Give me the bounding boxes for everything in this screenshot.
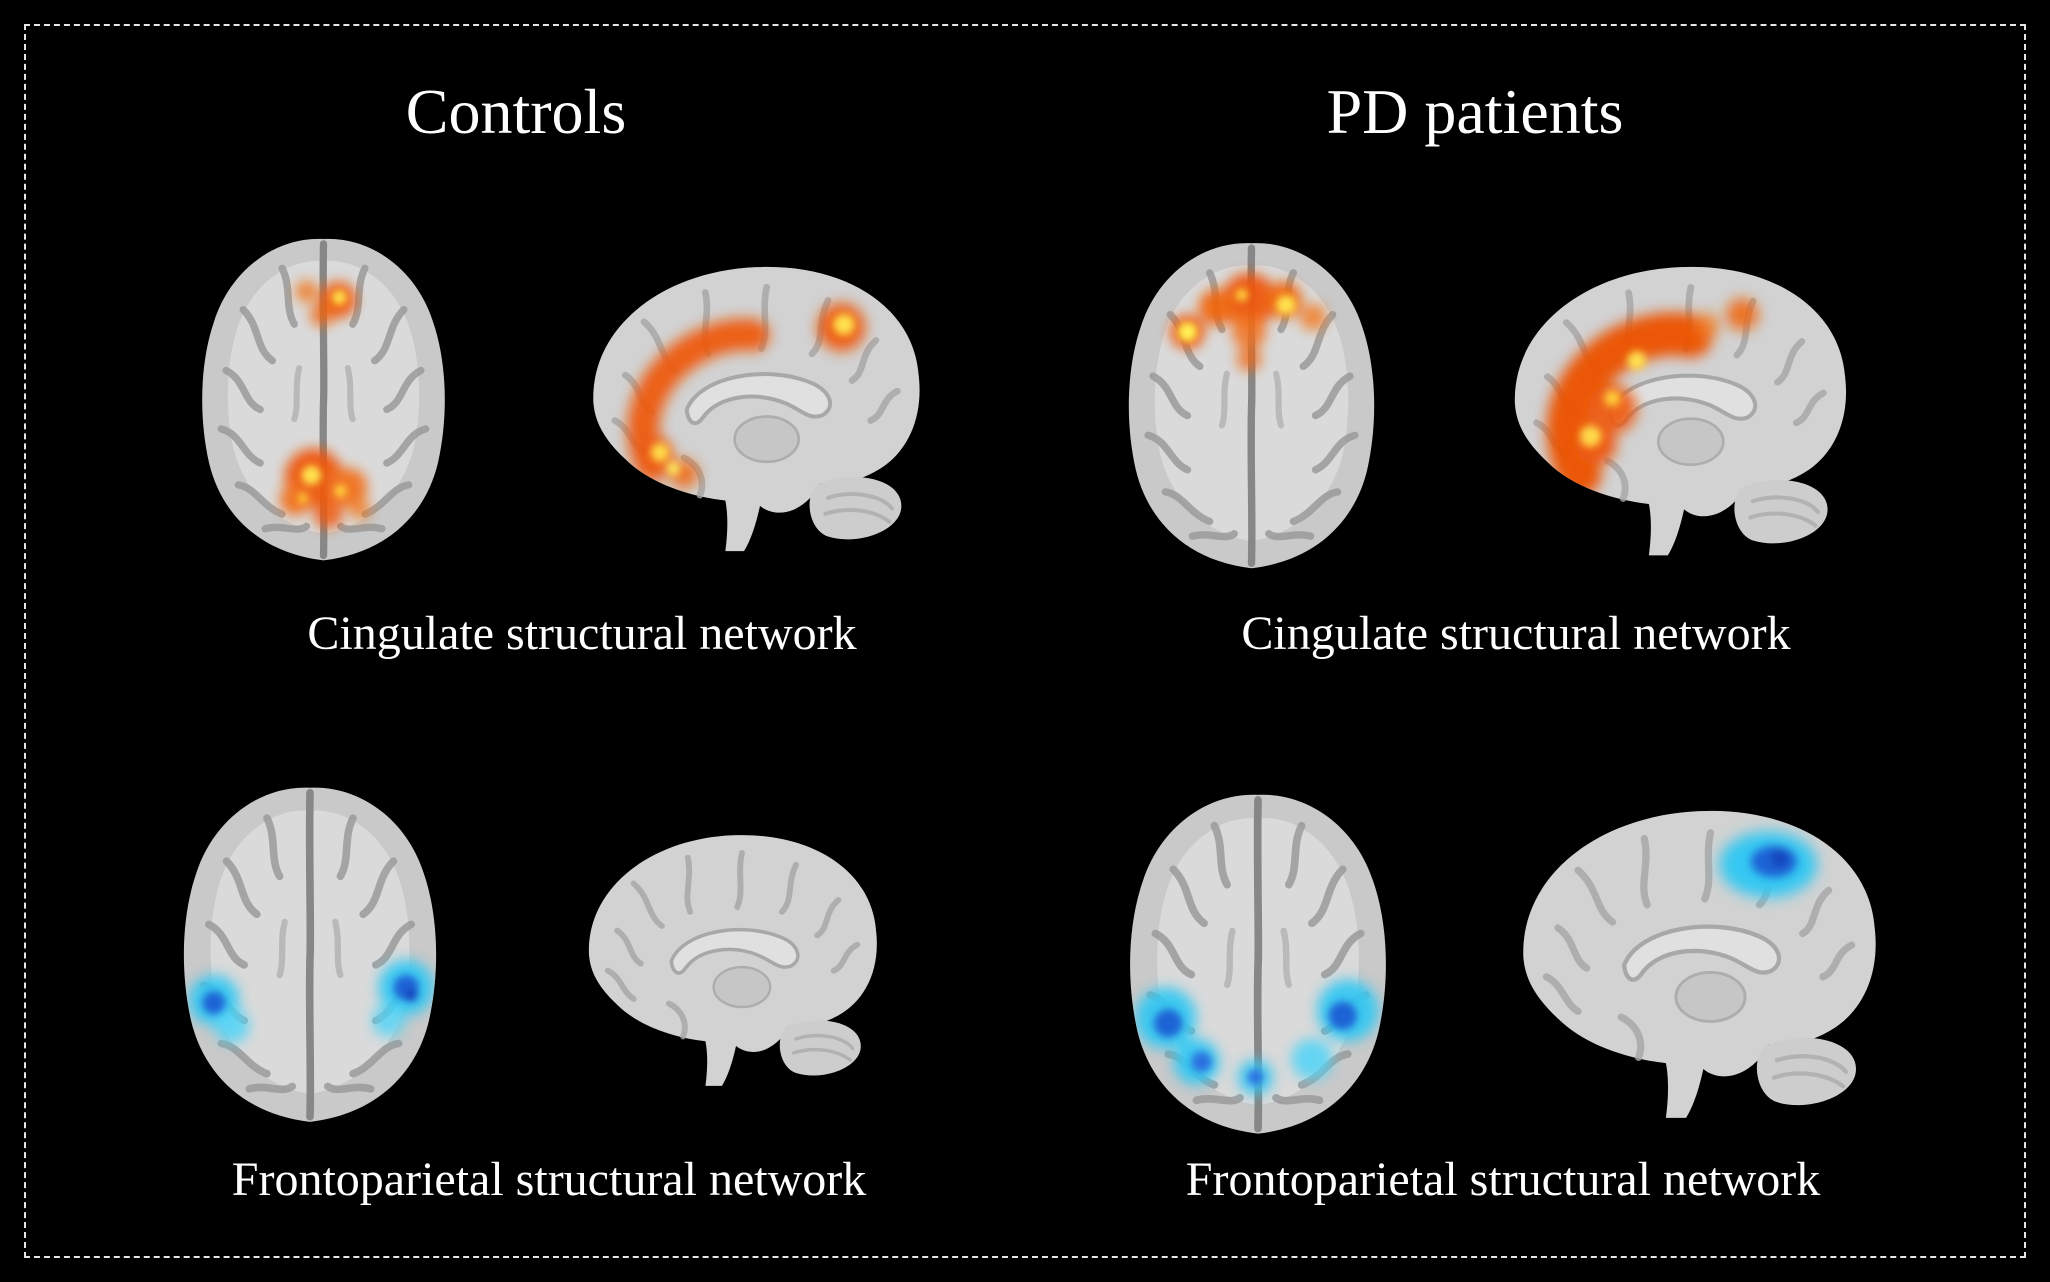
axial-slice-controls-frontoparietal bbox=[150, 770, 470, 1137]
brain-axial-image bbox=[1104, 776, 1412, 1150]
caption-controls-frontoparietal: Frontoparietal structural network bbox=[231, 1153, 867, 1206]
column-header-controls: Controls bbox=[405, 76, 627, 147]
brain-sagittal-image bbox=[556, 782, 909, 1131]
brain-sagittal-image bbox=[556, 238, 956, 571]
axial-slice-controls-cingulate bbox=[170, 222, 477, 575]
sagittal-slice-controls-frontoparietal bbox=[556, 782, 909, 1131]
column-header-pd-patients: PD patients bbox=[1326, 76, 1624, 147]
sagittal-slice-pd-frontoparietal bbox=[1483, 782, 1915, 1137]
caption-controls-cingulate: Cingulate structural network bbox=[307, 607, 857, 660]
brain-sagittal-image bbox=[1483, 782, 1915, 1137]
caption-pd-cingulate: Cingulate structural network bbox=[1241, 607, 1791, 660]
axial-slice-pd-frontoparietal bbox=[1104, 776, 1412, 1150]
sagittal-slice-pd-cingulate bbox=[1477, 238, 1883, 575]
brain-axial-image bbox=[1098, 226, 1405, 583]
brain-axial-image bbox=[150, 770, 470, 1137]
brain-sagittal-image bbox=[1477, 238, 1883, 575]
caption-pd-frontoparietal: Frontoparietal structural network bbox=[1185, 1153, 1821, 1206]
sagittal-slice-controls-cingulate bbox=[556, 238, 956, 571]
axial-slice-pd-cingulate bbox=[1098, 226, 1405, 583]
brain-axial-image bbox=[170, 222, 477, 575]
